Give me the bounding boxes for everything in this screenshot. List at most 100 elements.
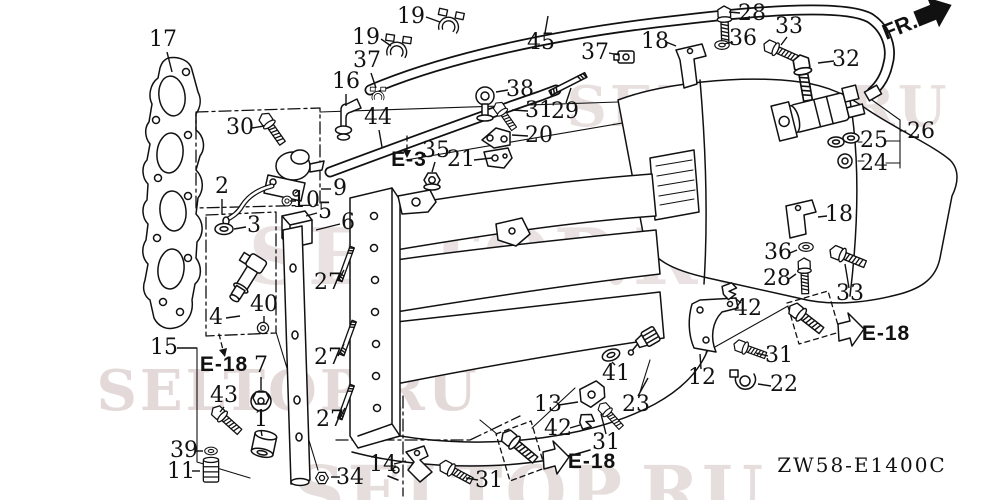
callout-33-50: 33 — [836, 281, 864, 306]
leader-line-13 — [558, 401, 579, 406]
leader-line-19 — [380, 38, 392, 47]
callout-38-20: 38 — [506, 77, 534, 102]
callout-11-33: 11 — [167, 459, 195, 484]
injector-group-box — [205, 211, 277, 337]
callout-44-5: 44 — [364, 105, 392, 130]
bolt-31 — [731, 337, 769, 363]
gasket-17 — [142, 56, 205, 330]
leader-line-28 — [728, 11, 741, 14]
leader-line-31 — [465, 477, 479, 481]
hose-clamp-19 — [382, 33, 413, 59]
callout-23-41: 23 — [622, 392, 650, 417]
construction-line — [479, 305, 789, 435]
callout-32-12: 32 — [832, 47, 860, 72]
callout-34-34: 34 — [336, 465, 364, 490]
bracket-21 — [483, 147, 513, 169]
pressure-regulator-9 — [222, 149, 325, 226]
callout-42-39: 42 — [544, 416, 572, 441]
e18-block-arrow-icon — [837, 312, 865, 347]
intake-manifold — [349, 78, 958, 467]
hose-45 — [364, 4, 895, 102]
callout-10-16: 10 — [292, 188, 320, 213]
leader-line-31 — [600, 413, 607, 435]
callout-5-18: 5 — [318, 199, 332, 224]
callout-43-30: 43 — [210, 383, 238, 408]
leader-line-35 — [431, 161, 436, 173]
leader-line-32 — [817, 60, 835, 64]
callout-21-25: 21 — [447, 147, 475, 172]
callout-27-36: 27 — [314, 345, 342, 370]
leader-line-31 — [755, 352, 769, 357]
washer-36 — [798, 242, 814, 252]
callout-18-8: 18 — [641, 29, 669, 54]
hose-clamp-19 — [434, 7, 465, 35]
hose-44 — [324, 84, 562, 178]
clamp-22 — [729, 369, 757, 390]
callout-26-51: 26 — [907, 119, 935, 144]
washers-25 — [827, 132, 860, 148]
callout-6-19: 6 — [341, 210, 355, 235]
leader-line-4 — [225, 315, 241, 319]
leader-line-37 — [370, 72, 377, 89]
callout-28-9: 28 — [738, 1, 766, 26]
leader-line-14 — [393, 460, 407, 465]
callout-18-47: 18 — [825, 202, 853, 227]
bracket-18-right — [785, 199, 817, 239]
bracket-20 — [481, 127, 511, 149]
callout-15-26: 15 — [150, 335, 178, 360]
callout-36-48: 36 — [764, 240, 792, 265]
callout-42-44: 42 — [734, 296, 762, 321]
callout-3-17: 3 — [247, 213, 261, 238]
callout-20-23: 20 — [525, 123, 553, 148]
regulator-group-box — [195, 107, 321, 209]
ref-label-E-3-0: E-3 — [391, 148, 427, 171]
ring-24 — [837, 153, 853, 169]
callout-7-29: 7 — [254, 353, 268, 378]
nut-34 — [315, 471, 329, 485]
callout-25-52: 25 — [860, 128, 888, 153]
callout-24-53: 24 — [860, 151, 888, 176]
leader-line-30 — [251, 125, 265, 129]
drawing-code: ZW58-E1400C — [777, 453, 946, 477]
callout-31-55: 31 — [475, 468, 503, 493]
e18-block-arrow-icon — [542, 440, 570, 475]
callout-14-54: 14 — [369, 452, 397, 477]
callout-27-35: 27 — [314, 270, 342, 295]
leader-line-38 — [495, 89, 509, 93]
leader-line-43 — [219, 406, 225, 413]
leader-line-19 — [425, 16, 441, 23]
e18-arrowhead-icon — [219, 348, 227, 357]
leader-line-33 — [844, 263, 850, 289]
leader-line-27 — [337, 269, 345, 282]
fr-marker: FR. — [879, 0, 952, 45]
leader-line-5 — [305, 212, 318, 217]
leader-line-23 — [637, 377, 649, 397]
leader-line-17 — [166, 51, 173, 73]
bracket-12 — [688, 297, 739, 353]
callout-27-37: 27 — [316, 407, 344, 432]
callout-33-11: 33 — [775, 14, 803, 39]
callout-16-4: 16 — [332, 69, 360, 94]
callout-1-31: 1 — [254, 407, 268, 432]
leader-line-20 — [511, 134, 529, 137]
leader-line-3 — [233, 226, 247, 230]
ring-40 — [256, 321, 270, 335]
leader-line-37 — [608, 52, 620, 56]
seal-3 — [214, 222, 234, 236]
washer-39 — [204, 446, 218, 456]
callout-35-24: 35 — [422, 138, 450, 163]
construction-line — [319, 101, 619, 113]
sensor-38 — [475, 86, 495, 122]
bracket-14 — [387, 445, 433, 483]
leader-line-18 — [817, 215, 828, 218]
leader-line-27 — [339, 407, 346, 419]
ref-label-E-18-3: E-18 — [568, 450, 616, 473]
bolt-30 — [255, 109, 289, 148]
callout-41-42: 41 — [602, 361, 630, 386]
leader-line-1 — [260, 429, 263, 437]
callout-9-15: 9 — [333, 176, 347, 201]
e18-pointer — [218, 333, 224, 351]
group-boundary — [335, 395, 521, 497]
callout-17-0: 17 — [149, 27, 177, 52]
